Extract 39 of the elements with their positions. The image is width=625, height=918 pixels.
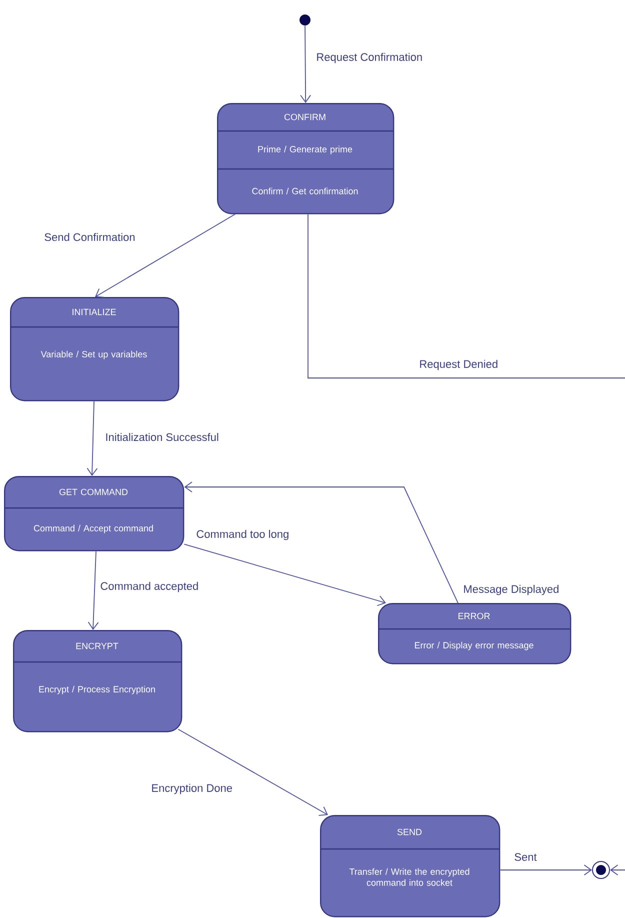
edge-label: Request Denied xyxy=(418,358,500,372)
state-action: Transfer / Write the encrypted command into socket xyxy=(349,868,470,886)
state-box xyxy=(320,815,500,918)
final-state xyxy=(592,861,610,879)
arrow xyxy=(95,214,236,298)
state-action: Confirm / Get confirmation xyxy=(252,188,358,194)
state-name: ERROR xyxy=(458,612,490,620)
state-name: ENCRYPT xyxy=(76,642,118,650)
initial-state xyxy=(300,14,310,26)
arrow xyxy=(300,25,311,103)
state-action: Error / Display error message xyxy=(414,642,534,650)
edge-label: Initialization Successful xyxy=(104,432,220,442)
arrow xyxy=(88,550,99,630)
edge-label: Encryption Done xyxy=(150,782,234,796)
state-name: SEND xyxy=(397,828,422,836)
arrow xyxy=(86,400,98,476)
state-name: INITIALIZE xyxy=(72,308,116,316)
arrow xyxy=(500,864,592,876)
arrow xyxy=(184,482,458,604)
state-box xyxy=(217,103,394,214)
edge-label: Command accepted xyxy=(99,580,200,594)
edge-label: Request Confirmation xyxy=(315,52,424,64)
arrow xyxy=(610,864,625,876)
state-action: Encrypt / Process Encryption xyxy=(39,686,155,694)
edge-label: Sent xyxy=(513,852,538,862)
arrow xyxy=(184,544,386,606)
state-action: Prime / Generate prime xyxy=(258,146,352,154)
state-name: GET COMMAND xyxy=(59,488,128,496)
state-action: Variable / Set up variables xyxy=(40,350,147,360)
edge-label: Message Displayed xyxy=(462,584,560,596)
edge-label: Command too long xyxy=(195,528,290,542)
state-action: Command / Accept command xyxy=(34,524,153,534)
state-box xyxy=(378,603,572,664)
state-box xyxy=(13,630,182,732)
state-box xyxy=(10,297,180,402)
state-name: CONFIRM xyxy=(284,114,326,120)
state-box xyxy=(4,476,184,552)
arrow xyxy=(178,728,328,816)
edge-label: Send Confirmation xyxy=(43,232,136,242)
